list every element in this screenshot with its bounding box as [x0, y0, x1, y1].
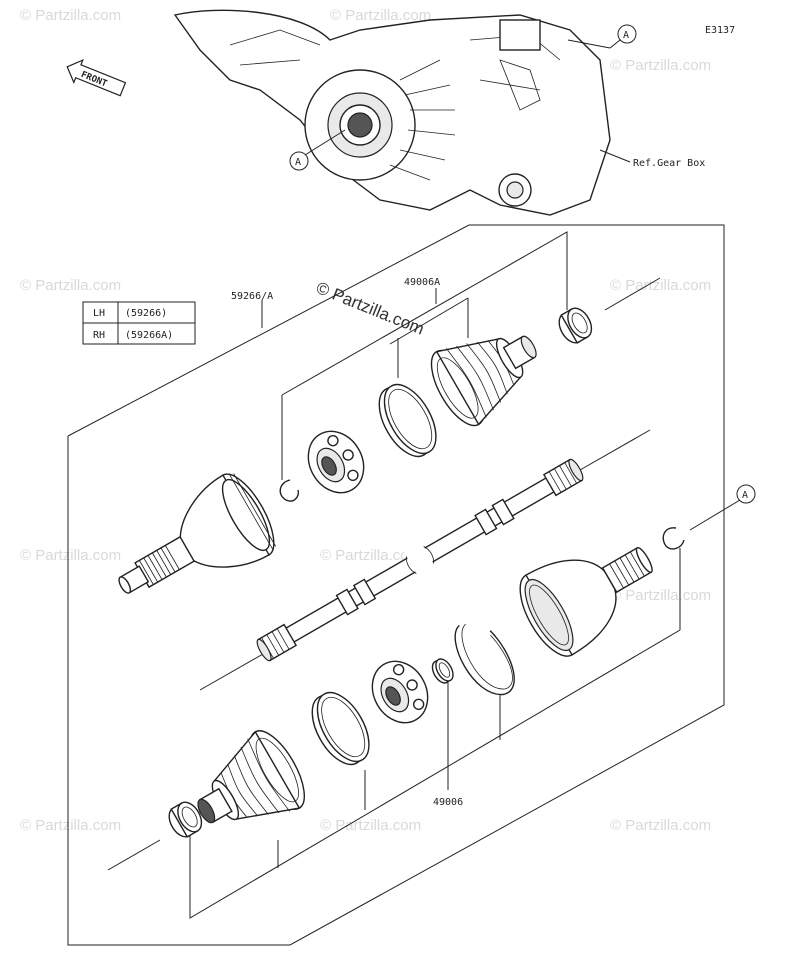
washer-bottom	[431, 658, 454, 684]
gear-box-housing	[173, 9, 611, 216]
ref-gear-box-callout: Ref.Gear Box	[599, 149, 705, 169]
watermark: © Partzilla.com	[20, 817, 121, 834]
table-lh-part: (59266)	[125, 308, 167, 319]
svg-text:A: A	[742, 490, 748, 501]
callout-49006A: 49006A	[281, 231, 568, 480]
cv-race-top	[307, 430, 365, 494]
ref-gear-box-label: Ref.Gear Box	[633, 158, 705, 169]
variant-table: LH (59266) RH (59266A)	[82, 301, 196, 345]
front-arrow: FRONT	[66, 59, 127, 97]
diagram-code: E3137	[705, 25, 735, 36]
circlip-top	[279, 479, 300, 502]
watermark: © Partzilla.com	[320, 817, 421, 834]
cv-race-bottom	[371, 660, 429, 724]
table-rh-side: RH	[93, 330, 105, 341]
svg-text:A: A	[623, 30, 629, 41]
boot-bottom	[197, 730, 305, 824]
callout-49006: 49006	[189, 548, 681, 919]
boot-top	[430, 335, 537, 427]
watermark: © Partzilla.com	[610, 277, 711, 294]
boot-band-bottom	[311, 691, 370, 766]
watermark: © Partzilla.com	[20, 547, 121, 564]
watermark: © Partzilla.com	[20, 7, 121, 24]
boot-band-top	[378, 383, 437, 458]
callout-a-right: A	[689, 484, 756, 531]
drive-shaft	[256, 458, 584, 662]
label-59266A: 59266/A	[231, 291, 273, 302]
assembly-frame: 59266/A	[67, 224, 725, 946]
watermark: © Partzilla.com	[610, 57, 711, 74]
watermarks: © Partzilla.com © Partzilla.com © Partzi…	[20, 7, 711, 834]
snap-ring	[454, 623, 515, 696]
outer-cv-joint	[118, 473, 276, 594]
sleeve-ring-top	[558, 307, 593, 344]
table-rh-part: (59266A)	[125, 330, 173, 341]
watermark: © Partzilla.com	[330, 7, 431, 24]
circlip-right	[662, 527, 685, 550]
axis-lines	[107, 277, 661, 871]
callout-a-top: A	[567, 24, 637, 49]
watermark: © Partzilla.com	[20, 277, 121, 294]
sleeve-ring-bottom	[168, 801, 203, 838]
inner-cv-housing	[519, 546, 653, 657]
label-49006A: 49006A	[404, 277, 440, 288]
table-lh-side: LH	[93, 308, 105, 319]
watermark: © Partzilla.com	[320, 547, 421, 564]
watermark: © Partzilla.com	[610, 817, 711, 834]
svg-text:A: A	[295, 157, 301, 168]
label-49006: 49006	[433, 797, 463, 808]
callout-a-left: A	[289, 129, 346, 171]
watermark: © Partzilla.com	[610, 587, 711, 604]
